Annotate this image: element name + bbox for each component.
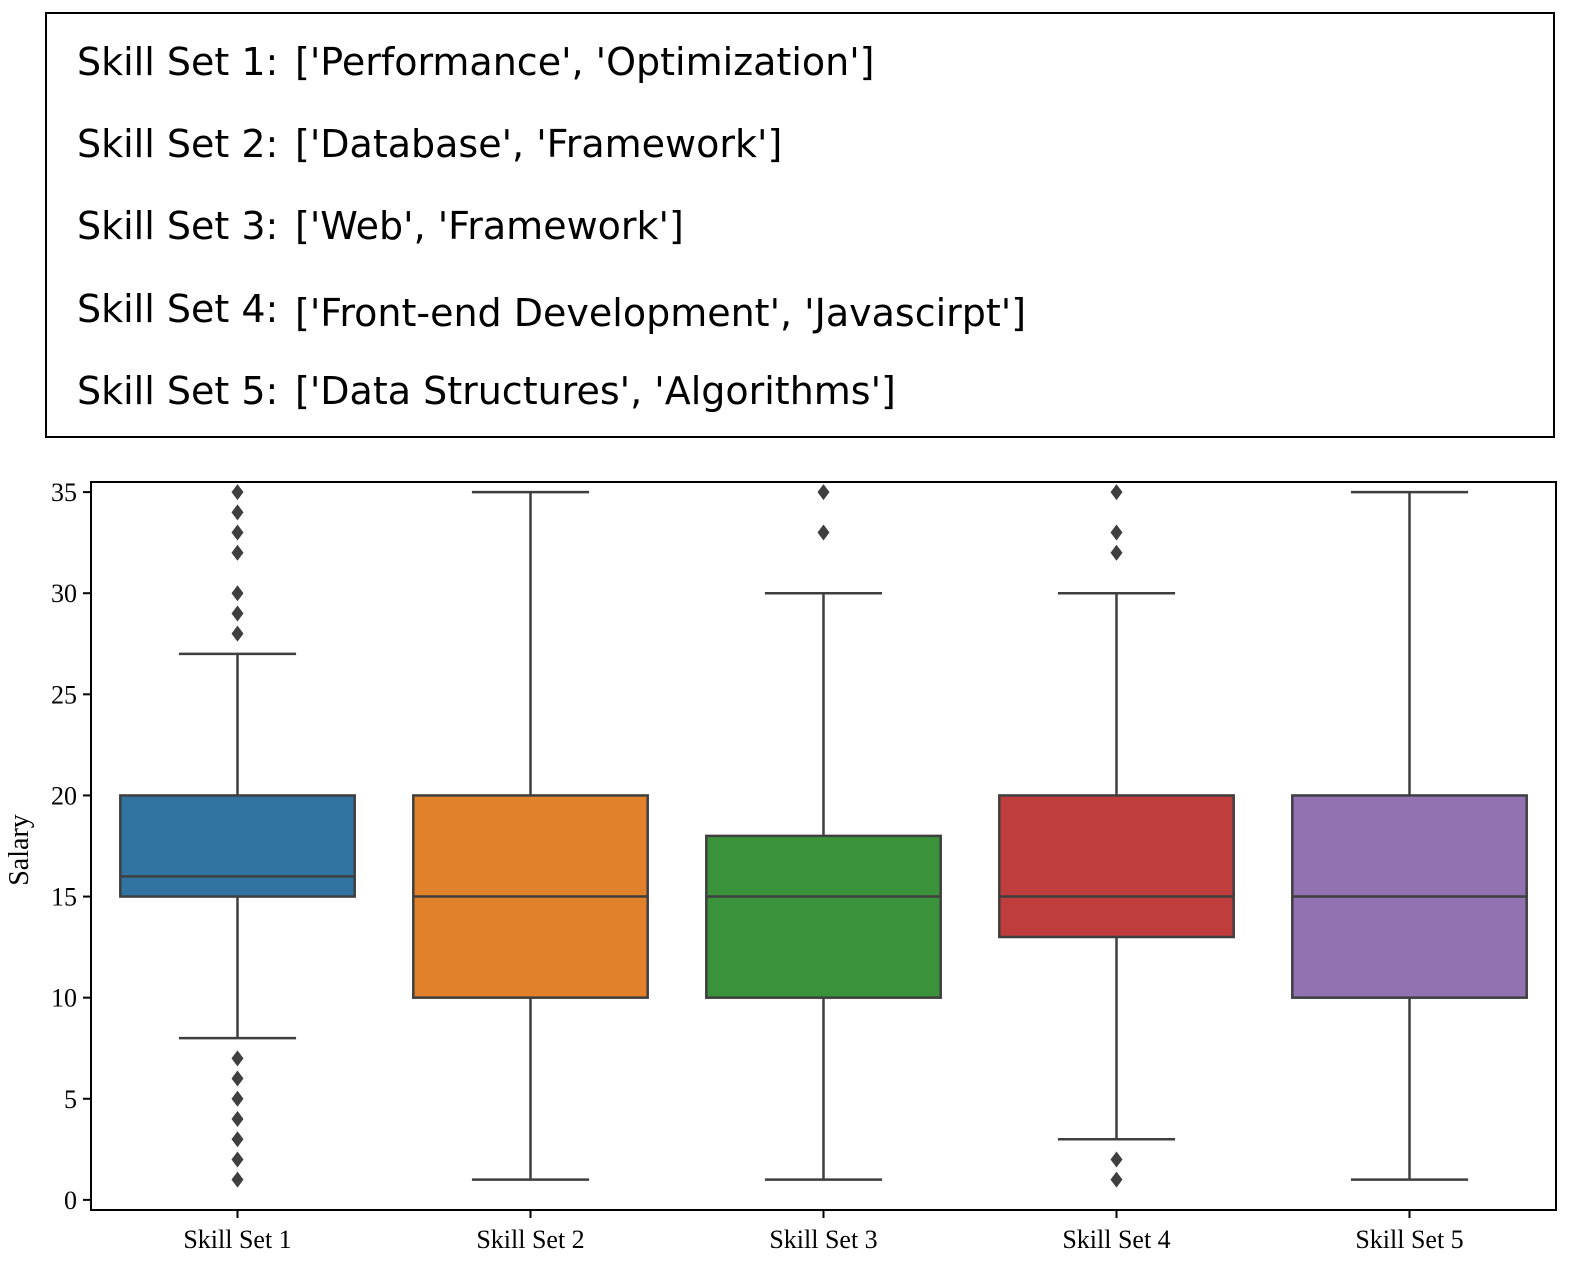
outlier-point (817, 484, 830, 501)
outlier-point (231, 1111, 244, 1127)
legend-label: Skill Set 5: (77, 369, 279, 413)
legend-label: Skill Set 2: (77, 122, 279, 166)
iqr-box (705, 834, 942, 999)
legend-skills: ['Database', 'Framework'] (295, 122, 783, 166)
legend-skills: ['Data Structures', 'Algorithms'] (295, 369, 896, 413)
y-axis-label: Salary (4, 814, 35, 886)
outlier-point (231, 1151, 244, 1168)
y-tick-label: 20 (51, 781, 77, 810)
iqr-box (119, 794, 356, 898)
y-tick-label: 0 (64, 1186, 77, 1215)
y-tick-label: 25 (51, 680, 77, 709)
y-tick-label: 10 (51, 984, 77, 1013)
outlier-point (1110, 1171, 1123, 1188)
outlier-point (231, 544, 244, 561)
legend-skills: ['Web', 'Framework'] (295, 204, 684, 248)
outlier-point (231, 1070, 244, 1087)
outlier-point (231, 524, 244, 541)
x-tick-label: Skill Set 3 (769, 1225, 877, 1254)
outlier-point (231, 585, 244, 602)
outlier-point (231, 1171, 244, 1188)
outlier-point (231, 625, 244, 642)
x-tick-label: Skill Set 4 (1062, 1225, 1170, 1254)
legend-skills: ['Performance', 'Optimization'] (295, 40, 875, 84)
x-tick-label: Skill Set 1 (183, 1225, 291, 1254)
y-tick-label: 5 (64, 1085, 77, 1114)
outlier-point (1110, 1151, 1123, 1168)
x-tick-label: Skill Set 5 (1355, 1225, 1463, 1254)
y-tick-label: 30 (51, 579, 77, 608)
outlier-point (1110, 544, 1123, 561)
outlier-point (1110, 484, 1123, 501)
legend-skills: ['Front-end Development', 'Javascirpt'] (295, 291, 1027, 335)
legend-label: Skill Set 1: (77, 40, 279, 84)
y-tick-label: 35 (51, 478, 77, 507)
outlier-point (231, 1050, 244, 1067)
outlier-point (817, 524, 830, 541)
outlier-point (231, 605, 244, 622)
iqr-box (998, 794, 1235, 939)
legend-label: Skill Set 3: (77, 204, 279, 248)
outlier-point (231, 484, 244, 501)
x-tick-label: Skill Set 2 (476, 1225, 584, 1254)
outlier-point (231, 1131, 244, 1148)
skill-set-legend: Skill Set 1: ['Performance', 'Optimizati… (45, 12, 1555, 438)
y-tick-label: 15 (51, 883, 77, 912)
outlier-point (231, 1090, 244, 1107)
outlier-point (231, 504, 244, 521)
outlier-point (1110, 524, 1123, 541)
legend-label: Skill Set 4: (77, 287, 279, 331)
